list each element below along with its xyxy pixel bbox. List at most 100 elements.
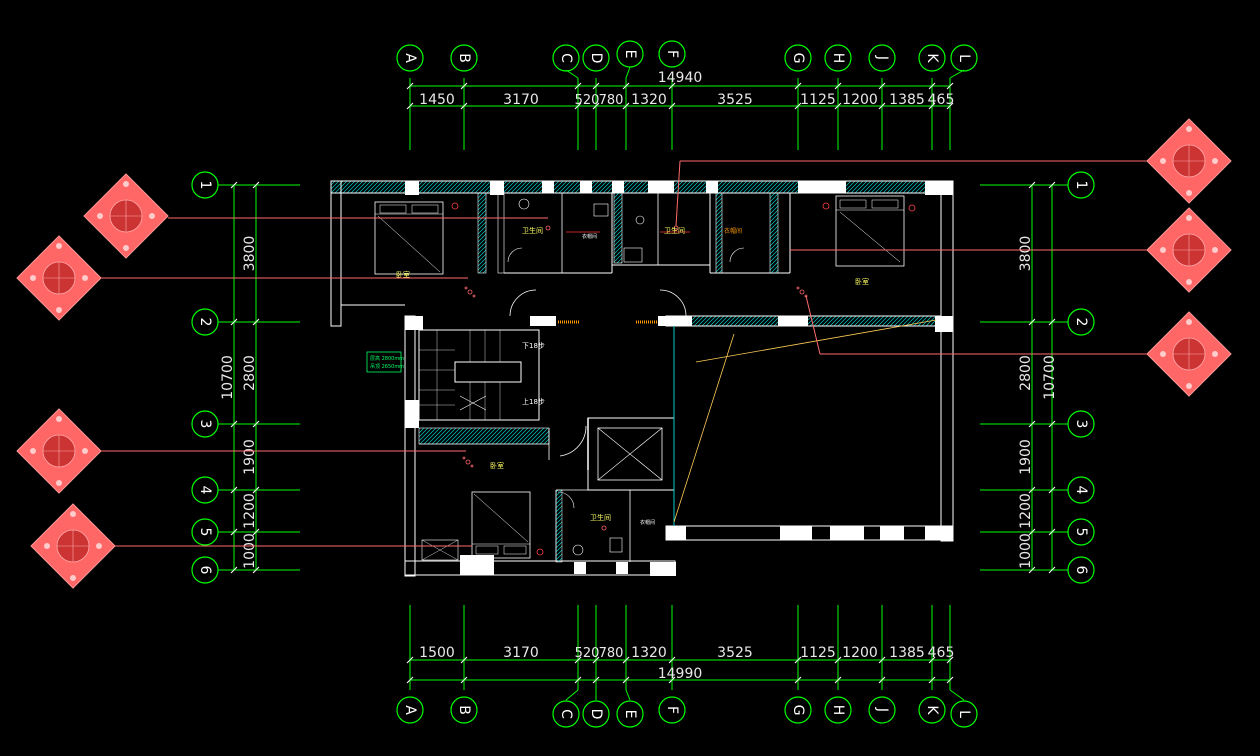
dimension-segment: 1320	[631, 645, 667, 661]
dimension-tick	[406, 102, 414, 110]
dimension-tick	[252, 566, 260, 574]
axis-bubble-circle	[1067, 308, 1095, 336]
room-label-closet-2: 衣帽间	[724, 227, 742, 235]
axis-bubble-label: 2	[197, 318, 213, 327]
note-line-2: 吊顶 2650mm	[370, 364, 404, 370]
dimension-tick	[878, 102, 886, 110]
reference-tags	[16, 118, 1232, 589]
axis-bubble-circle	[396, 44, 424, 72]
axis-bubble-circle	[582, 44, 610, 72]
dimension-tick	[1028, 420, 1036, 428]
dimension-tick	[668, 82, 676, 90]
bubble-leader	[565, 689, 579, 701]
axis-bubble-row-4: 4	[191, 476, 219, 504]
axis-bubble-label: B	[456, 53, 472, 63]
tag-dot	[1186, 126, 1192, 132]
axis-bubble-col-H: H	[824, 44, 852, 72]
dimension-segment: 1200	[842, 645, 878, 661]
dimension-segment: 465	[928, 645, 955, 661]
reference-tag	[1146, 118, 1232, 204]
dimension-tick	[794, 102, 802, 110]
axis-bubble-col-K: K	[918, 696, 946, 724]
room-label-closet-3: 衣帽间	[640, 519, 655, 526]
dimension-segment: 520	[575, 93, 600, 108]
room-label-closet-1: 衣帽间	[582, 233, 597, 240]
axis-bubble-circle	[784, 44, 812, 72]
dimension-tick	[252, 486, 260, 494]
axis-bubble-circle	[1067, 518, 1095, 546]
axis-bubble-row-5: 5	[1067, 518, 1095, 546]
axis-bubble-row-6: 6	[191, 556, 219, 584]
dimension-segment: 1125	[800, 645, 836, 661]
axis-bubble-col-G: G	[784, 44, 812, 72]
axis-bubble-circle	[1067, 476, 1095, 504]
dimension-segment: 780	[599, 646, 624, 661]
dimension-tick	[928, 102, 936, 110]
axis-bubble-circle	[658, 40, 686, 68]
tag-dot	[70, 511, 76, 517]
dimension-tick	[834, 102, 842, 110]
axis-bubble-col-F: F	[658, 696, 686, 724]
dimension-tick	[1048, 420, 1056, 428]
dimension-segment: 2800	[242, 355, 258, 391]
dimension-segment: 520	[575, 646, 600, 661]
dimension-segment: 465	[928, 92, 955, 108]
axis-bubble-label: G	[790, 705, 806, 716]
axis-bubble-label: A	[402, 705, 418, 715]
dimension-tick	[574, 102, 582, 110]
axis-bubble-label: K	[924, 705, 940, 715]
bubble-leader	[949, 69, 965, 79]
axis-bubble-col-C: C	[552, 700, 580, 728]
tag-dot	[56, 307, 62, 313]
axis-bubble-label: 3	[1073, 420, 1089, 429]
axis-bubble-row-2: 2	[191, 308, 219, 336]
dimension-tick	[668, 102, 676, 110]
building-outline	[330, 180, 954, 577]
reference-tag	[1146, 311, 1232, 397]
axis-bubble-circle	[868, 696, 896, 724]
tag-leader-line	[675, 160, 681, 227]
dimension-tick	[668, 656, 676, 664]
bubble-leader	[625, 689, 631, 701]
dimension-tick	[1048, 318, 1056, 326]
tag-dot	[1212, 247, 1218, 253]
axis-bubble-circle	[191, 556, 219, 584]
axis-bubble-label: D	[588, 53, 604, 64]
axis-bubble-circle	[552, 44, 580, 72]
dimension-tick	[928, 676, 936, 684]
dimension-total: 14990	[658, 666, 703, 682]
dimension-tick	[1028, 528, 1036, 536]
axis-bubble-row-2: 2	[1067, 308, 1095, 336]
reference-tag	[30, 503, 116, 589]
dimension-segment: 1000	[242, 533, 258, 569]
axis-bubble-label: A	[402, 53, 418, 63]
axis-bubble-row-1: 1	[1067, 171, 1095, 199]
tag-dot	[1160, 247, 1166, 253]
axis-bubble-circle	[191, 476, 219, 504]
axis-bubble-col-G: G	[784, 696, 812, 724]
axis-bubble-col-L: L	[950, 44, 978, 72]
tag-dot	[1186, 319, 1192, 325]
axis-bubble-col-A: A	[396, 696, 424, 724]
dimension-tick	[928, 82, 936, 90]
axis-bubble-col-J: J	[868, 696, 896, 724]
dimension-tick	[794, 676, 802, 684]
dimension-tick	[1048, 566, 1056, 574]
dimension-tick	[946, 102, 954, 110]
dimension-tick	[592, 102, 600, 110]
axis-bubble-col-C: C	[552, 44, 580, 72]
tag-dot	[123, 245, 129, 251]
axis-bubble-label: B	[456, 705, 472, 715]
reference-tag	[16, 235, 102, 321]
dimension-segment: 780	[599, 93, 624, 108]
dimension-tick	[574, 656, 582, 664]
dimension-tick	[946, 82, 954, 90]
axis-bubble-label: 1	[1073, 181, 1089, 190]
dimension-segment: 1450	[419, 92, 455, 108]
dimension-tick	[230, 486, 238, 494]
axis-bubble-col-J: J	[868, 44, 896, 72]
axis-bubble-label: F	[664, 706, 680, 714]
axis-bubble-col-D: D	[582, 700, 610, 728]
dimension-tick	[622, 82, 630, 90]
axis-bubble-circle	[784, 696, 812, 724]
